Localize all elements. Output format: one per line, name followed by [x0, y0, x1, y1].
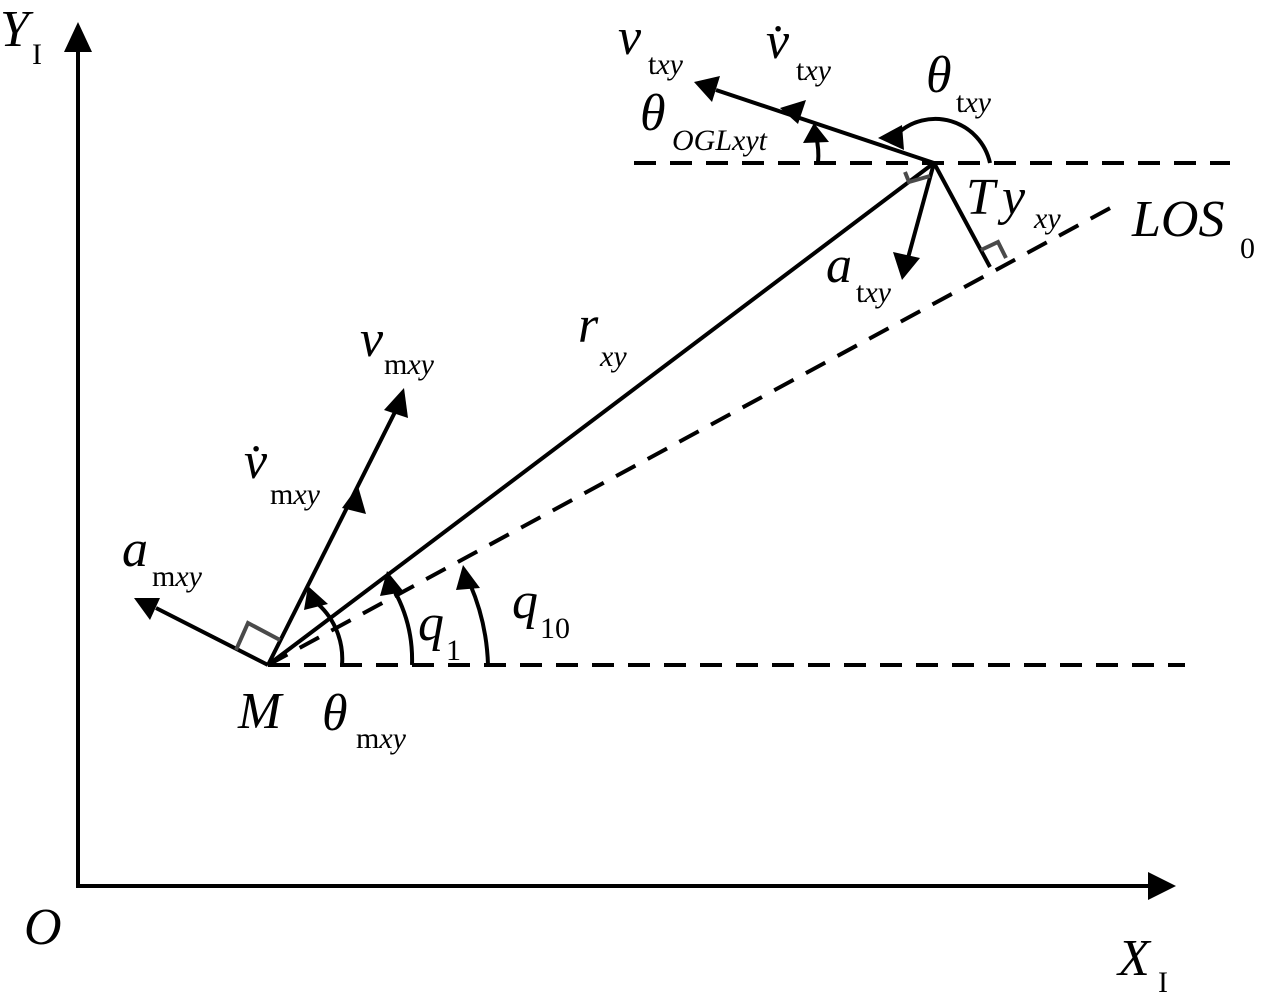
r-xy-label: r [578, 297, 599, 354]
target-to-los0-perpendicular [932, 162, 992, 268]
theta-mxy-label: θ [322, 685, 348, 742]
v-mxy-label: v [360, 311, 384, 368]
q1-subscript: 1 [446, 634, 461, 667]
theta-txy-arc [894, 116, 992, 164]
x-axis-label: X [1116, 930, 1152, 987]
a-txy-label: a [826, 237, 852, 294]
vdot-txy-label: v̇ [766, 13, 790, 70]
missile-velocity-arrowhead [384, 388, 408, 418]
y-axis-label: Y [0, 1, 34, 58]
q10-label: q [512, 573, 538, 630]
los0-subscript: 0 [1240, 232, 1255, 265]
los0-label: LOS [1131, 191, 1224, 248]
target-vectors [694, 76, 936, 280]
initial-los-line [267, 205, 1113, 667]
theta-txy-subscript: txy [956, 86, 992, 119]
target-acceleration-vector [906, 162, 936, 259]
reference-lines [267, 161, 1230, 667]
r-xy-subscript: xy [599, 340, 627, 373]
a-mxy-subscript: mxy [152, 560, 203, 593]
origin-label: O [24, 899, 62, 956]
target-velocity-arrowhead [694, 76, 720, 102]
theta-ogl-label: θ [640, 85, 666, 142]
q1-arc [392, 589, 415, 666]
q10-arc [468, 583, 490, 666]
missile-label: M [237, 683, 284, 740]
y-axis-arrowhead [64, 22, 92, 52]
q10-subscript: 10 [540, 612, 570, 645]
target-label: T [966, 169, 998, 226]
vdot-mxy-subscript: mxy [270, 478, 321, 511]
y-axis-subscript: I [32, 38, 42, 71]
theta-txy-label: θ [926, 47, 952, 104]
theta-ogl-subscript: OGLxyt [672, 124, 768, 157]
v-txy-subscript: txy [648, 48, 684, 81]
target-vdot-arrowhead [780, 100, 806, 124]
theta-txy-arrowhead [878, 125, 904, 150]
v-mxy-subscript: mxy [384, 348, 435, 381]
q10-arrowhead [456, 565, 480, 590]
target-right-angle-mark [903, 171, 931, 185]
v-txy-label: v [618, 9, 642, 66]
missile-right-angle-mark [234, 620, 281, 651]
target-label-y: y [997, 169, 1026, 226]
x-axis-subscript: I [1158, 966, 1168, 995]
vdot-mxy-label: v̇ [244, 433, 268, 490]
missile-velocity-vector [266, 409, 398, 666]
target-label-subscript: xy [1033, 202, 1061, 235]
target-acceleration-arrowhead [893, 252, 920, 280]
missile-vdot-arrowhead [342, 486, 366, 514]
theta-mxy-arc [316, 602, 345, 666]
q1-arrowhead [380, 571, 404, 596]
a-mxy-label: a [122, 521, 148, 578]
los0-right-angle-mark [980, 239, 1008, 259]
target-velocity-vector [715, 88, 935, 165]
missile-acceleration-arrowhead [134, 598, 160, 620]
coordinate-axes [64, 22, 1176, 900]
angle-arcs [304, 116, 992, 666]
a-txy-subscript: txy [856, 276, 892, 309]
x-axis-arrowhead [1148, 872, 1176, 900]
theta-ogl-arrowhead [803, 123, 829, 143]
q1-label: q [418, 595, 444, 652]
missile-vectors [134, 388, 408, 667]
line-of-sight-r [266, 161, 936, 667]
theta-mxy-arrowhead [304, 586, 328, 610]
vdot-txy-subscript: txy [796, 54, 832, 87]
missile-acceleration-vector [155, 606, 269, 667]
theta-mxy-subscript: mxy [356, 722, 407, 755]
